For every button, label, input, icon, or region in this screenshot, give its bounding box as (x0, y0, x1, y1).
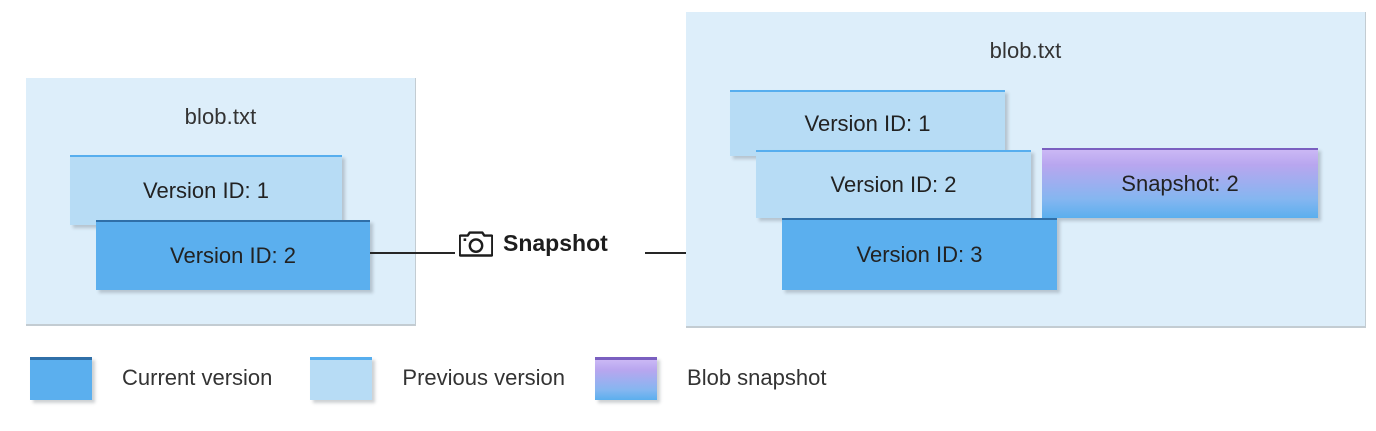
legend-label-blob-snapshot: Blob snapshot (687, 365, 827, 390)
blob-name-label-left: blob.txt (184, 104, 257, 129)
version-card-label: Version ID: 3 (856, 242, 983, 267)
version-card-label: Version ID: 2 (830, 172, 957, 197)
snapshot-card-label: Snapshot: 2 (1121, 171, 1239, 196)
legend-label-current-version: Current version (122, 365, 273, 390)
connector-line-incoming (370, 252, 455, 254)
version-card-right-2: Version ID: 2 (756, 150, 1031, 218)
legend-item-current-version: Current version (30, 356, 273, 400)
version-card-right-3: Version ID: 3 (782, 218, 1057, 290)
camera-icon (459, 230, 493, 257)
legend: Current version Previous version Blob sn… (30, 356, 826, 400)
legend-swatch-blob-snapshot (595, 356, 658, 400)
snapshot-card-right: Snapshot: 2 (1042, 148, 1318, 218)
legend-swatch-current-version (30, 356, 92, 400)
version-card-label: Version ID: 2 (170, 243, 296, 268)
version-card-left-2: Version ID: 2 (96, 220, 370, 290)
blob-name-label-right: blob.txt (989, 38, 1062, 63)
snapshot-operation-label: Snapshot (503, 230, 608, 256)
legend-swatch-previous-version (310, 356, 373, 400)
version-card-label: Version ID: 1 (804, 111, 931, 136)
version-card-left-1: Version ID: 1 (70, 155, 342, 225)
version-card-label: Version ID: 1 (143, 178, 269, 203)
legend-item-previous-version: Previous version (310, 356, 566, 400)
version-card-right-1: Version ID: 1 (730, 90, 1005, 156)
legend-label-previous-version: Previous version (402, 365, 566, 390)
snapshot-operation-group: Snapshot (459, 230, 608, 257)
legend-item-blob-snapshot: Blob snapshot (595, 356, 827, 400)
